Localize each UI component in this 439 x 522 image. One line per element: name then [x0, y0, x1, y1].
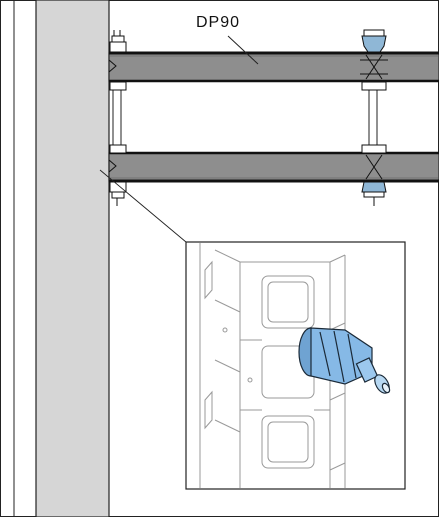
- vertical-post-right: [368, 82, 378, 153]
- connector-detail-part: [298, 327, 391, 394]
- connector-icon: [361, 144, 387, 206]
- beam-bottom: [108, 151, 439, 183]
- connector-icon: [360, 29, 388, 91]
- wall-section: [13, 0, 110, 518]
- clamp-icon: [108, 30, 127, 91]
- beam-label: DP90: [196, 14, 241, 31]
- beam-top: [108, 51, 439, 83]
- detail-box: [185, 241, 406, 490]
- clamp-icon: [108, 144, 127, 206]
- vertical-post-left: [112, 82, 122, 153]
- detail-leader-line: [99, 169, 187, 243]
- label-leader-line: [227, 35, 259, 65]
